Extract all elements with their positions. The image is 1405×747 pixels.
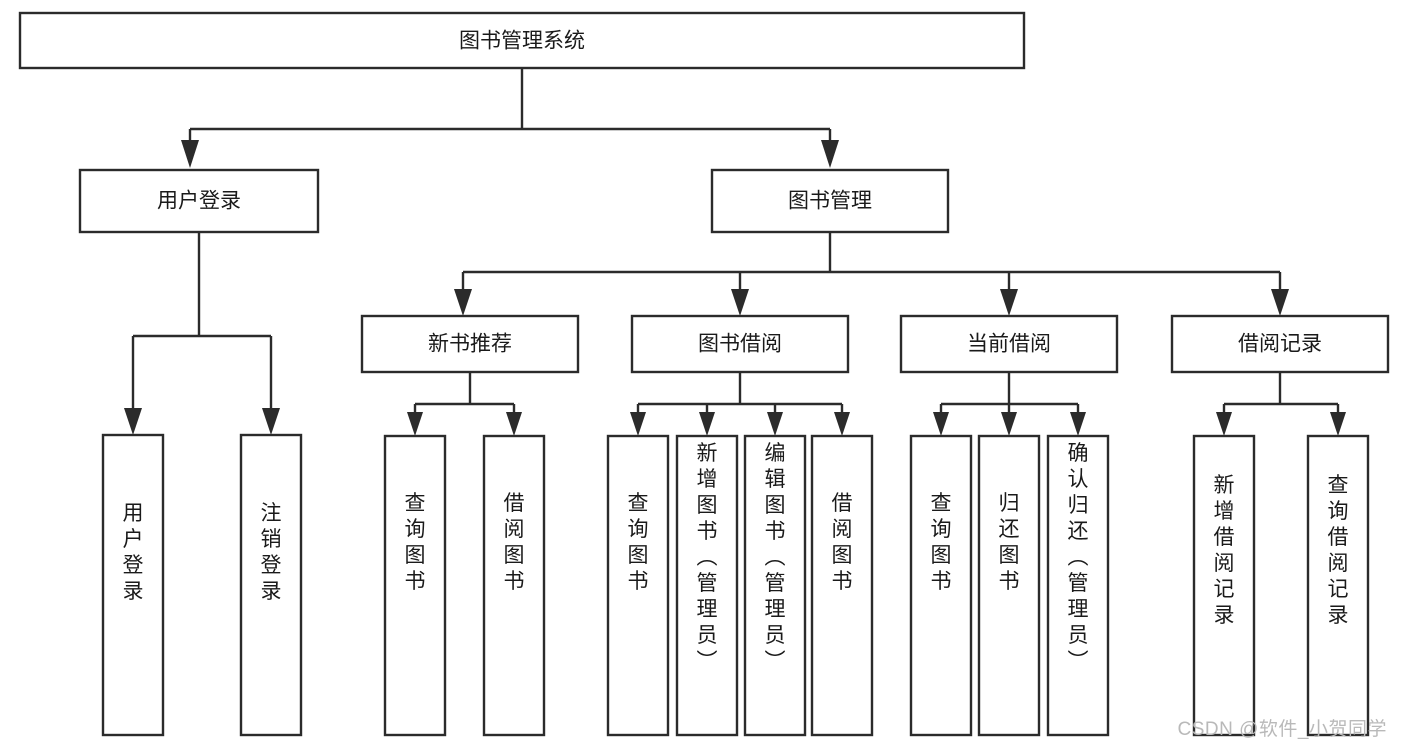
- leaf-node-new-book-borrow[interactable]: 借阅图书: [482, 434, 546, 737]
- leaf-node-borrow-record-add-box: [1192, 434, 1256, 737]
- leaf-node-book-borrow-borrow[interactable]: 借阅图书: [810, 434, 874, 737]
- node-new-book-recommend-label: 新书推荐: [428, 333, 512, 356]
- node-book-manage-label: 图书管理: [788, 190, 872, 213]
- leaf-node-new-book-query[interactable]: 查询图书: [383, 434, 447, 737]
- node-borrow-record-label: 借阅记录: [1238, 333, 1322, 356]
- connector-group-borrow-record: [1216, 372, 1346, 436]
- leaf-node-user-login-logout[interactable]: 注销登录: [239, 433, 303, 737]
- node-root-system[interactable]: 图书管理系统: [18, 11, 1026, 70]
- connector-group-new-book: [407, 372, 522, 436]
- leaf-node-book-borrow-borrow-box: [810, 434, 874, 737]
- arrow-root-to-book-manage: [821, 140, 839, 168]
- leaf-node-user-login-logout-box: [239, 433, 303, 737]
- leaf-node-book-borrow-borrow-label: 借阅图书: [832, 492, 853, 593]
- arrow-new-book-leaf-1: [407, 412, 423, 436]
- arrow-borrow-record-leaf-1: [1216, 412, 1232, 436]
- node-root-system-label: 图书管理系统: [459, 30, 585, 53]
- leaf-node-borrow-record-query-box: [1306, 434, 1370, 737]
- arrow-user-login-leaf-2: [262, 408, 280, 435]
- leaf-node-book-borrow-add-box: [675, 434, 739, 737]
- node-current-borrow-label: 当前借阅: [967, 333, 1051, 356]
- node-borrow-record[interactable]: 借阅记录: [1170, 314, 1390, 374]
- connector-group-root: [181, 68, 839, 168]
- connector-group-user-login: [124, 232, 280, 435]
- leaf-node-user-login-login[interactable]: 用户登录: [101, 433, 165, 737]
- arrow-book-manage-to-current-borrow: [1000, 289, 1018, 316]
- leaf-node-current-borrow-query-box: [909, 434, 973, 737]
- arrow-new-book-leaf-2: [506, 412, 522, 436]
- arrow-book-borrow-leaf-3: [767, 412, 783, 436]
- leaf-node-user-login-login-label: 用户登录: [123, 502, 144, 603]
- leaf-node-new-book-query-label: 查询图书: [405, 492, 426, 593]
- arrow-root-to-user-login: [181, 140, 199, 168]
- leaf-node-current-borrow-confirm-box: [1046, 434, 1110, 737]
- leaf-node-current-borrow-query[interactable]: 查询图书: [909, 434, 973, 737]
- arrow-book-borrow-leaf-2: [699, 412, 715, 436]
- leaf-node-user-login-login-box: [101, 433, 165, 737]
- node-book-borrow-label: 图书借阅: [698, 333, 782, 356]
- leaf-node-borrow-record-add[interactable]: 新增借阅记录: [1192, 434, 1256, 737]
- leaf-node-user-login-logout-label: 注销登录: [261, 502, 282, 603]
- leaf-node-book-borrow-query[interactable]: 查询图书: [606, 434, 670, 737]
- leaf-node-book-borrow-query-box: [606, 434, 670, 737]
- leaf-node-current-borrow-return-label: 归还图书: [999, 492, 1020, 593]
- connector-group-book-manage: [454, 232, 1289, 316]
- leaf-node-book-borrow-edit-label: 编辑图书︵管理员︶: [765, 442, 786, 673]
- csdn-watermark: CSDN @软件_小贺同学: [1177, 719, 1387, 740]
- node-book-borrow-box: [630, 314, 850, 374]
- leaf-node-current-borrow-confirm-label: 确认归还︵管理员︶: [1068, 442, 1089, 673]
- node-new-book-recommend-box: [360, 314, 580, 374]
- node-root-system-box: [18, 11, 1026, 70]
- node-book-borrow[interactable]: 图书借阅: [630, 314, 850, 374]
- leaf-node-book-borrow-query-label: 查询图书: [628, 492, 649, 593]
- node-user-login[interactable]: 用户登录: [78, 168, 320, 234]
- leaf-node-book-borrow-edit-box: [743, 434, 807, 737]
- node-user-login-box: [78, 168, 320, 234]
- arrow-book-manage-to-new-book: [454, 289, 472, 316]
- connector-group-book-borrow: [630, 372, 850, 436]
- node-current-borrow-box: [899, 314, 1119, 374]
- leaf-node-book-borrow-add[interactable]: 新增图书︵管理员︶: [675, 434, 739, 737]
- leaf-node-current-borrow-query-label: 查询图书: [931, 492, 952, 593]
- arrow-user-login-leaf-1: [124, 408, 142, 435]
- leaf-node-current-borrow-return-box: [977, 434, 1041, 737]
- arrow-book-borrow-leaf-1: [630, 412, 646, 436]
- node-book-manage-box: [710, 168, 950, 234]
- arrow-book-manage-to-borrow-record: [1271, 289, 1289, 316]
- arrow-book-manage-to-book-borrow: [731, 289, 749, 316]
- arrow-current-borrow-leaf-1: [933, 412, 949, 436]
- leaf-node-borrow-record-query-label: 查询借阅记录: [1328, 474, 1349, 627]
- leaf-node-new-book-query-box: [383, 434, 447, 737]
- arrow-current-borrow-leaf-3: [1070, 412, 1086, 436]
- connector-group-current-borrow: [933, 372, 1086, 436]
- leaf-node-borrow-record-add-label: 新增借阅记录: [1214, 474, 1235, 627]
- node-borrow-record-box: [1170, 314, 1390, 374]
- leaf-node-new-book-borrow-label: 借阅图书: [504, 492, 525, 593]
- leaf-node-book-borrow-add-label: 新增图书︵管理员︶: [697, 442, 718, 673]
- node-current-borrow[interactable]: 当前借阅: [899, 314, 1119, 374]
- node-user-login-label: 用户登录: [157, 190, 241, 213]
- leaf-node-book-borrow-edit[interactable]: 编辑图书︵管理员︶: [743, 434, 807, 737]
- leaf-node-current-borrow-confirm[interactable]: 确认归还︵管理员︶: [1046, 434, 1110, 737]
- leaf-node-current-borrow-return[interactable]: 归还图书: [977, 434, 1041, 737]
- leaf-node-new-book-borrow-box: [482, 434, 546, 737]
- arrow-borrow-record-leaf-2: [1330, 412, 1346, 436]
- arrow-book-borrow-leaf-4: [834, 412, 850, 436]
- leaf-node-borrow-record-query[interactable]: 查询借阅记录: [1306, 434, 1370, 737]
- node-new-book-recommend[interactable]: 新书推荐: [360, 314, 580, 374]
- node-book-manage[interactable]: 图书管理: [710, 168, 950, 234]
- arrow-current-borrow-leaf-2: [1001, 412, 1017, 436]
